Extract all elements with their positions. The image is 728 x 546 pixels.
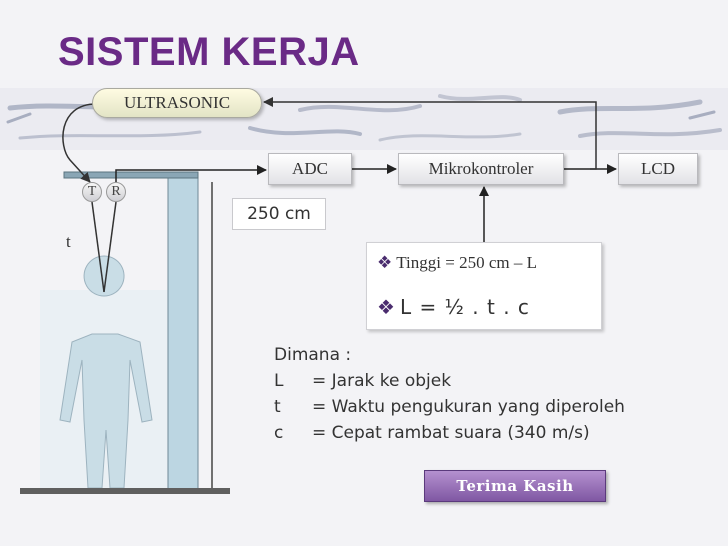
receiver-label: R	[106, 182, 126, 202]
slide-title: SISTEM KERJA	[58, 30, 360, 74]
legend-row: t = Waktu pengukuran yang diperoleh	[274, 394, 625, 420]
ultrasonic-to-sensor-arrow	[62, 103, 97, 183]
time-label: t	[66, 232, 71, 251]
adc-block: ADC	[268, 153, 352, 185]
transmitter-label: T	[82, 182, 102, 202]
formula-line-height: ❖Tinggi = 250 cm – L	[377, 253, 537, 272]
receive-beam	[103, 201, 117, 293]
person-figure-icon	[40, 255, 168, 490]
legend-symbol: c	[274, 423, 284, 443]
diamond-bullet-icon: ❖	[377, 253, 393, 272]
legend-desc: = Cepat rambat suara (340 m/s)	[312, 423, 590, 443]
legend-row: L = Jarak ke objek	[274, 368, 625, 394]
sensor-to-adc-arrow	[115, 165, 267, 182]
terima-kasih-button[interactable]: Terima Kasih	[424, 470, 606, 502]
legend-desc: = Waktu pengukuran yang diperoleh	[312, 397, 625, 417]
legend-row: c = Cepat rambat suara (340 m/s)	[274, 420, 625, 446]
diamond-bullet-icon: ❖	[377, 295, 396, 319]
mikrokontroler-block: Mikrokontroler	[398, 153, 564, 185]
legend-symbol: t	[274, 397, 281, 417]
measurement-pole	[20, 171, 230, 494]
ultrasonic-block: ULTRASONIC	[92, 88, 262, 118]
mikro-to-ultrasonic-arrow	[263, 97, 597, 170]
legend-desc: = Jarak ke objek	[312, 371, 452, 391]
formula-line-distance: ❖L = ½ . t . c	[377, 295, 530, 319]
lcd-block: LCD	[618, 153, 698, 185]
formula-box: ❖Tinggi = 250 cm – L ❖L = ½ . t . c	[366, 242, 602, 330]
legend-heading: Dimana :	[274, 345, 352, 365]
legend-symbol: L	[274, 371, 284, 391]
variable-legend: Dimana : L = Jarak ke objek t = Waktu pe…	[274, 342, 625, 446]
height-label: 250 cm	[232, 198, 326, 230]
transmit-beam	[91, 201, 105, 293]
